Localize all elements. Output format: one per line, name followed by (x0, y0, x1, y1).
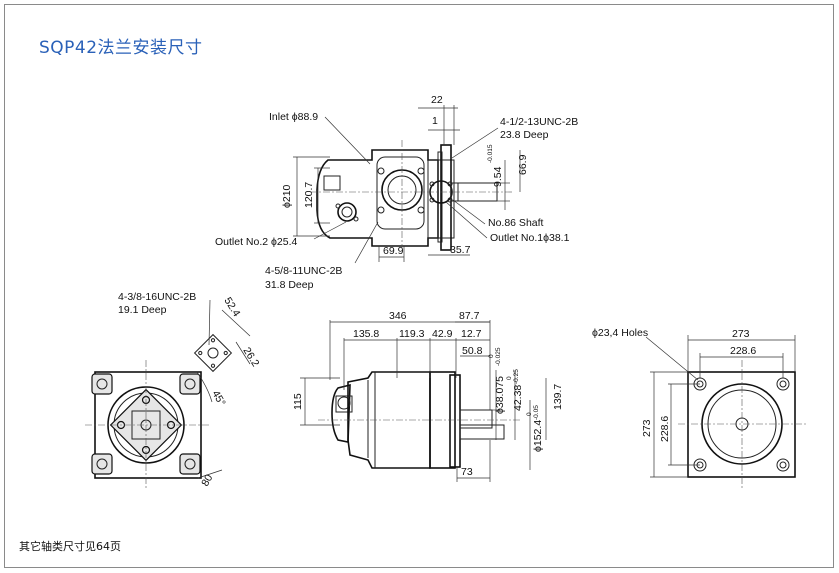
dim-35-7: 35.7 (450, 244, 471, 256)
page-title: SQP42法兰安装尺寸 (39, 38, 203, 58)
dim-42-38-tol-top: 0 (506, 376, 513, 380)
left-view: 4-3/8-16UNC-2B 19.1 Deep 52.4 26.2 45° 8… (85, 291, 262, 490)
dim-phi210: ϕ210 (281, 184, 293, 208)
bolt-depth-label: 31.8 Deep (265, 279, 314, 291)
dim-120-7: 120.7 (303, 182, 315, 208)
outlet2-label: Outlet No.2 ϕ25.4 (215, 236, 298, 248)
dim-38-075: ϕ38.075 (494, 376, 506, 414)
dim-273-top: 273 (732, 328, 750, 340)
shaft-label: No.86 Shaft (488, 217, 544, 229)
dim-9-54: 9.54 (492, 166, 504, 187)
dim-80: 80 (199, 472, 215, 488)
drawing-frame (4, 4, 834, 568)
dim-135-8: 135.8 (353, 328, 379, 340)
dim-9-54-tol: -0.015 (487, 144, 494, 163)
bolt-spec-label: 4-5/8-11UNC-2B (265, 265, 342, 277)
dim-66-9: 66.9 (517, 154, 529, 175)
dim-273-side: 273 (641, 419, 653, 437)
dim-152-4-tol: -0.05 (533, 405, 540, 420)
dim-346: 346 (389, 310, 407, 322)
end-view: 273 228.6 273 228.6 ϕ23,4 Holes (592, 327, 806, 490)
dim-119-3: 119.3 (399, 328, 425, 340)
dim-73: 73 (461, 466, 473, 478)
flange-bolt-depth-label: 23.8 Deep (500, 129, 549, 141)
outlet1-label: Outlet No.1ϕ38.1 (490, 232, 570, 244)
dim-22: 22 (431, 94, 443, 106)
dim-42-9: 42.9 (432, 328, 453, 340)
top-view: ϕ210 120.7 69.9 35.7 22 1 9.54 -0.015 66… (215, 94, 578, 291)
inlet-label: Inlet ϕ88.9 (269, 111, 318, 123)
dim-52-4: 52.4 (221, 295, 242, 319)
dim-50-8: 50.8 (462, 345, 483, 357)
dim-152-4-tol-top: 0 (526, 412, 533, 416)
angle-45: 45° (209, 389, 227, 409)
dim-152-4: ϕ152.4 (532, 420, 544, 452)
dim-228-6-side: 228.6 (659, 416, 671, 442)
dim-228-6-top: 228.6 (730, 345, 756, 357)
dim-12-7: 12.7 (461, 328, 482, 340)
dim-26-2: 26.2 (240, 345, 261, 369)
footnote-note: 其它轴类尺寸见64页 (19, 540, 121, 553)
dim-38-075-tol: -0.025 (495, 347, 502, 366)
flange-bolt-spec-label: 4-1/2-13UNC-2B (500, 116, 578, 128)
left-bolt-depth-label: 19.1 Deep (118, 304, 167, 316)
dim-1: 1 (432, 115, 438, 127)
dim-42-38-tol: -0.25 (513, 369, 520, 384)
dim-139-7: 139.7 (552, 384, 564, 410)
dim-38-075-tol-top: 0 (488, 354, 495, 358)
dim-69-9: 69.9 (383, 245, 404, 257)
dim-87-7: 87.7 (459, 310, 480, 322)
dim-115: 115 (292, 393, 304, 410)
side-view: 346 87.7 135.8 119.3 42.9 12.7 50.8 115 … (292, 310, 564, 482)
dim-42-38: 42.38 (512, 385, 524, 411)
holes-label: ϕ23,4 Holes (592, 327, 648, 339)
left-bolt-spec-label: 4-3/8-16UNC-2B (118, 291, 196, 303)
